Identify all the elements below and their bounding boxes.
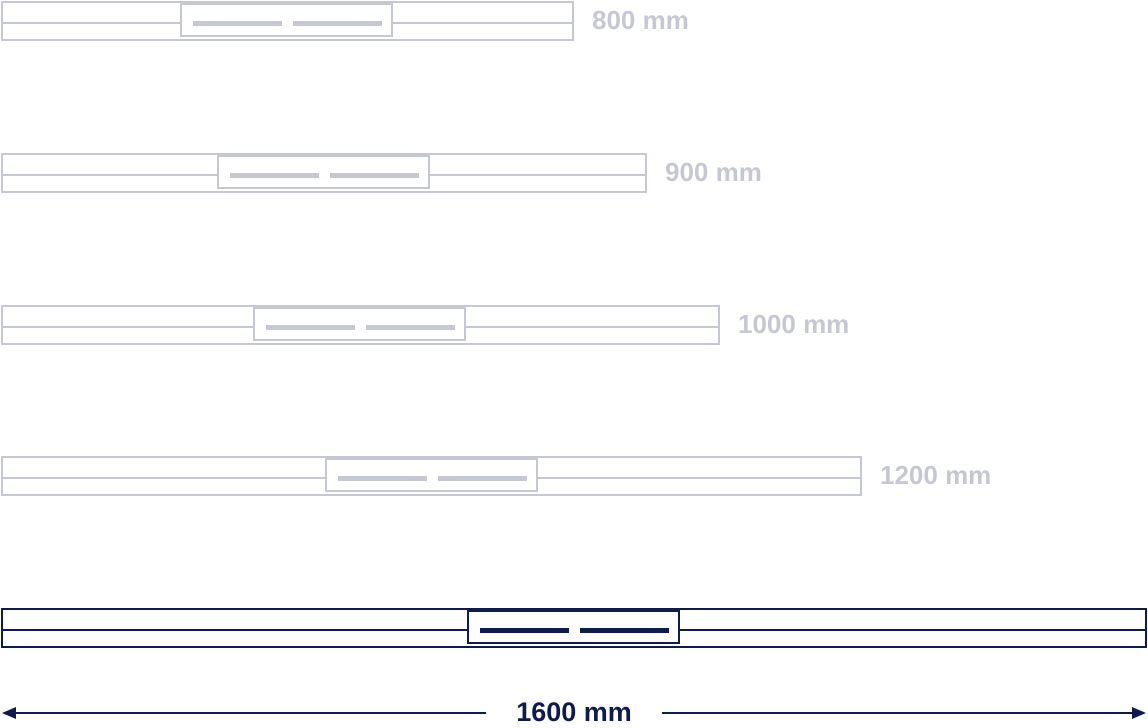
handle-slot-left: [338, 476, 427, 481]
handle-slot-right: [580, 628, 669, 633]
handle-slot-right: [293, 21, 382, 26]
size-row-1000: 1000 mm: [0, 304, 880, 348]
size-label: 1000 mm: [738, 309, 850, 339]
handle-slot-right: [438, 476, 527, 481]
handle: [180, 3, 393, 37]
size-label: 800 mm: [592, 5, 689, 35]
size-row-1600: [0, 607, 1148, 651]
handle-slot-left: [193, 21, 282, 26]
handle-slot-right: [366, 325, 455, 330]
size-row-900: 900 mm: [0, 152, 800, 196]
dimension-arrows: [2, 707, 1146, 719]
handle: [467, 610, 680, 644]
arrow-left-icon: [2, 707, 16, 719]
handle-slot-left: [266, 325, 355, 330]
dimension-label: 1600 mm: [516, 697, 632, 727]
handle-slot-left: [480, 628, 569, 633]
handle: [217, 155, 430, 189]
dimension-line: 1600 mm: [0, 696, 1148, 727]
handle: [253, 307, 466, 341]
handle: [325, 458, 538, 492]
handle-slot-left: [230, 173, 319, 178]
handle-slot-right: [330, 173, 419, 178]
arrow-right-icon: [1132, 707, 1146, 719]
size-row-1200: 1200 mm: [0, 455, 1020, 499]
size-label: 900 mm: [665, 157, 762, 187]
size-label: 1200 mm: [880, 460, 992, 490]
size-row-800: 800 mm: [0, 0, 720, 44]
